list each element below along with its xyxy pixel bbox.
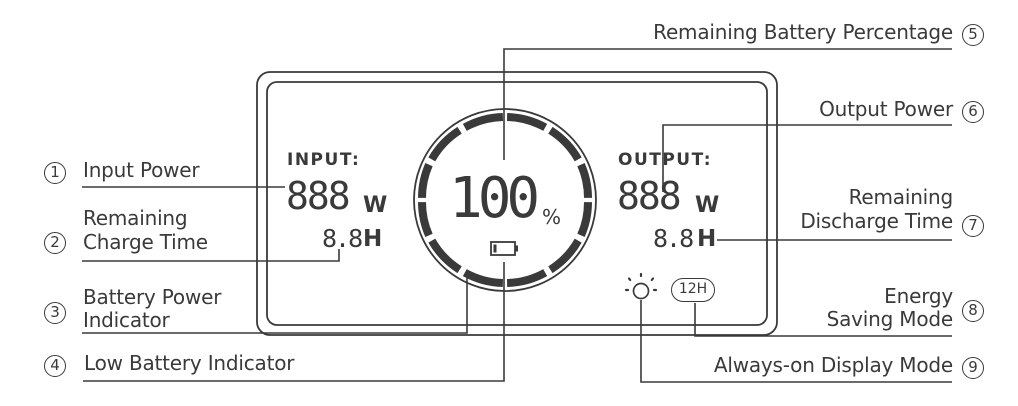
callout-number-5: 5 — [962, 24, 984, 46]
callout-label-energy-saving-line1: Energy — [884, 284, 953, 308]
callout-number-3: 3 — [44, 302, 66, 324]
callout-label-remaining-discharge-line1: Remaining — [848, 185, 954, 209]
battery-ring-outline — [413, 108, 597, 292]
callout-label-battery-power-line1: Battery Power — [83, 285, 222, 309]
callout-label-low-battery: Low Battery Indicator — [84, 351, 295, 375]
ring-segment — [548, 238, 582, 274]
callout-label-input-power: Input Power — [83, 158, 200, 182]
input-time-digits: 8.8 — [322, 224, 363, 253]
leader-line-6 — [662, 124, 952, 192]
output-time-unit: H — [697, 226, 717, 252]
callout-label-battery-power-line2: Indicator — [83, 308, 170, 332]
ring-segment — [418, 201, 433, 238]
ring-segment — [577, 201, 592, 238]
input-header: INPUT: — [287, 150, 361, 170]
callout-number-7: 7 — [962, 215, 984, 237]
battery-outline-icon — [490, 241, 518, 256]
leader-line-3 — [82, 278, 468, 334]
callout-number-8: 8 — [962, 300, 984, 322]
output-header: OUTPUT: — [618, 150, 713, 170]
battery-power-ring — [418, 113, 592, 287]
callout-label-output-power: Output Power — [819, 97, 953, 121]
ring-segment — [577, 162, 592, 199]
outer-frame — [256, 71, 778, 336]
energy-saving-badge: 12H — [671, 278, 715, 302]
callout-number-9: 9 — [962, 357, 984, 379]
input-power-digits: 888 — [286, 174, 351, 218]
leader-line-5 — [503, 48, 952, 160]
ring-segment — [506, 269, 548, 287]
callout-number-2: 2 — [44, 232, 66, 254]
ring-segment — [506, 113, 548, 131]
leader-line-2 — [82, 249, 340, 262]
battery-percentage-digits: 100 — [449, 166, 540, 231]
sun-icon — [624, 272, 658, 300]
callout-label-remaining-battery-percentage: Remaining Battery Percentage — [653, 20, 953, 44]
output-power-unit: W — [695, 193, 720, 218]
battery-percentage-unit: % — [542, 205, 562, 229]
callout-label-remaining-charge-line1: Remaining — [83, 206, 188, 230]
callout-label-remaining-charge-line2: Charge Time — [83, 230, 208, 254]
ring-segment — [548, 126, 582, 162]
callout-number-1: 1 — [44, 162, 66, 184]
input-time-unit: H — [363, 226, 383, 252]
leader-line-9 — [640, 300, 952, 383]
callout-number-6: 6 — [962, 101, 984, 123]
ring-segment — [462, 113, 504, 131]
callout-label-energy-saving-line2: Saving Mode — [826, 307, 954, 331]
inner-frame — [266, 81, 768, 326]
callout-label-always-on-display: Always-on Display Mode — [713, 353, 953, 377]
callout-number-4: 4 — [44, 355, 66, 377]
output-power-digits: 888 — [617, 174, 682, 218]
input-power-unit: W — [363, 193, 388, 218]
ring-segment — [428, 126, 462, 162]
ring-segment — [428, 238, 462, 274]
output-time-digits: 8.8 — [653, 224, 694, 253]
ring-segment — [462, 269, 504, 287]
leader-line-8 — [694, 303, 952, 337]
leader-lines — [82, 48, 952, 383]
ring-segment — [418, 162, 433, 199]
callout-label-remaining-discharge-line2: Discharge Time — [800, 209, 953, 233]
leader-line-4 — [83, 262, 505, 382]
